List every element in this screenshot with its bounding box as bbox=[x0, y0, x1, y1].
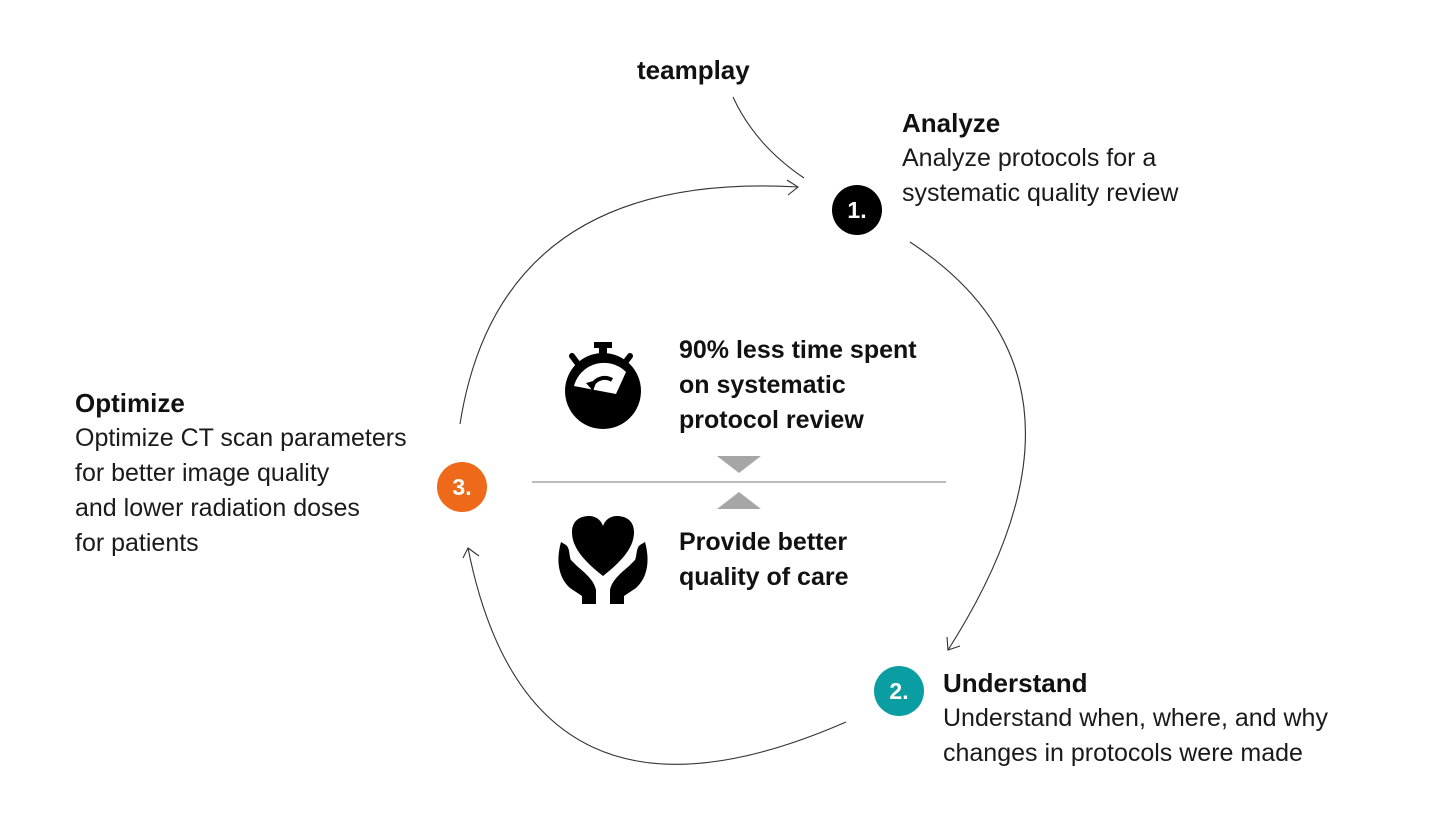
center-bottom-line-1: Provide better bbox=[679, 528, 848, 556]
hands-heart-icon bbox=[558, 516, 648, 604]
step-1-desc-line-2: systematic quality review bbox=[902, 179, 1179, 207]
step-3-desc-line-2: for better image quality bbox=[75, 459, 330, 487]
divider-arrow-up bbox=[717, 492, 761, 509]
arrowhead-analyze bbox=[786, 179, 799, 196]
step-2-desc-line-1: Understand when, where, and why bbox=[943, 704, 1328, 732]
step-1-title: Analyze bbox=[902, 108, 1001, 138]
step-3-badge: 3. bbox=[437, 462, 487, 512]
step-1-desc-line-1: Analyze protocols for a bbox=[902, 144, 1157, 172]
step-3-desc-line-4: for patients bbox=[75, 529, 199, 557]
step-1-badge: 1. bbox=[832, 185, 882, 235]
step-2-desc-line-2: changes in protocols were made bbox=[943, 739, 1303, 767]
center-bottom-line-2: quality of care bbox=[679, 563, 849, 591]
divider-arrow-down bbox=[717, 456, 761, 473]
arc-understand-to-optimize bbox=[467, 547, 847, 765]
arrowhead-understand bbox=[946, 636, 961, 651]
arc-analyze-to-understand bbox=[909, 241, 1026, 651]
step-3-desc-line-3: and lower radiation doses bbox=[75, 494, 360, 522]
arc-teamplay-entry bbox=[732, 96, 805, 179]
center-top-line-1: 90% less time spent bbox=[679, 336, 917, 364]
arrowhead-optimize bbox=[462, 547, 480, 559]
step-2-badge: 2. bbox=[874, 666, 924, 716]
arc-optimize-to-analyze bbox=[459, 185, 799, 425]
center-top-line-2: on systematic bbox=[679, 371, 846, 399]
center-top-line-3: protocol review bbox=[679, 406, 864, 434]
teamplay-label: teamplay bbox=[637, 55, 750, 85]
step-3-desc-line-1: Optimize CT scan parameters bbox=[75, 424, 407, 452]
stopwatch-icon bbox=[565, 342, 641, 429]
step-2-title: Understand bbox=[943, 668, 1088, 698]
step-3-title: Optimize bbox=[75, 388, 185, 418]
